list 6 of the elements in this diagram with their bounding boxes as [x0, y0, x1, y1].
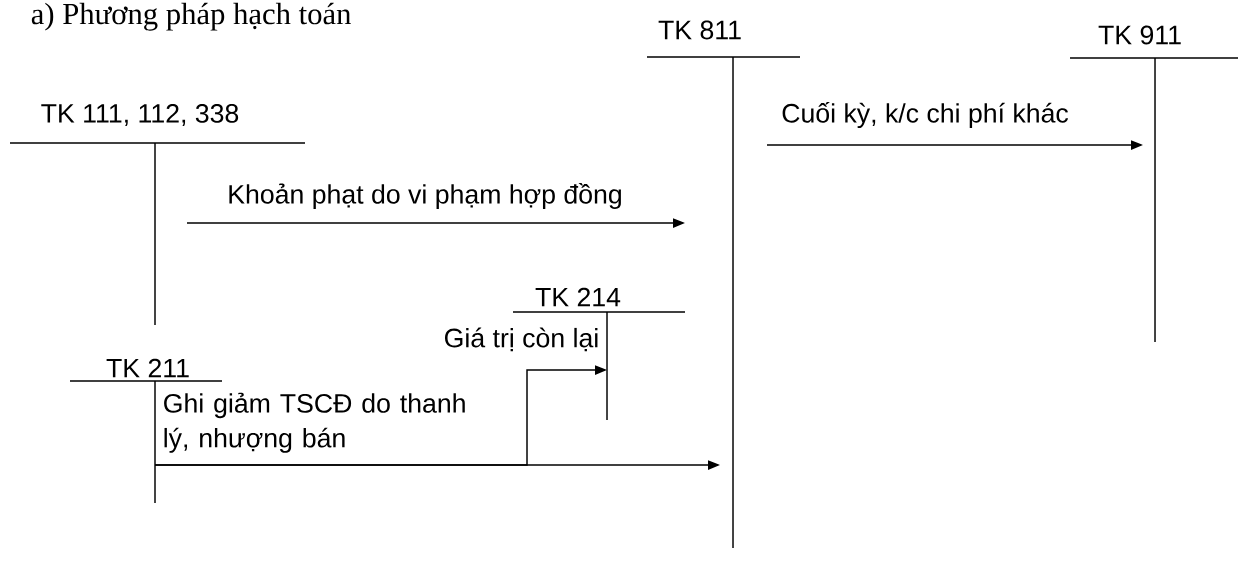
edge-label: Khoản phạt do vi phạm hợp đồng [227, 183, 623, 209]
heading: a) Phương pháp hạch toán [31, 2, 351, 31]
t-account: TK 911 [1069, 25, 1238, 343]
edge-label: Giá trị còn lại [443, 327, 600, 352]
edge-label: Cuối kỳ, k/c chi phí khác [781, 102, 1069, 128]
edge-label: Ghi giảm TSCĐ do thanh lý, nhượng bán [162, 392, 477, 453]
